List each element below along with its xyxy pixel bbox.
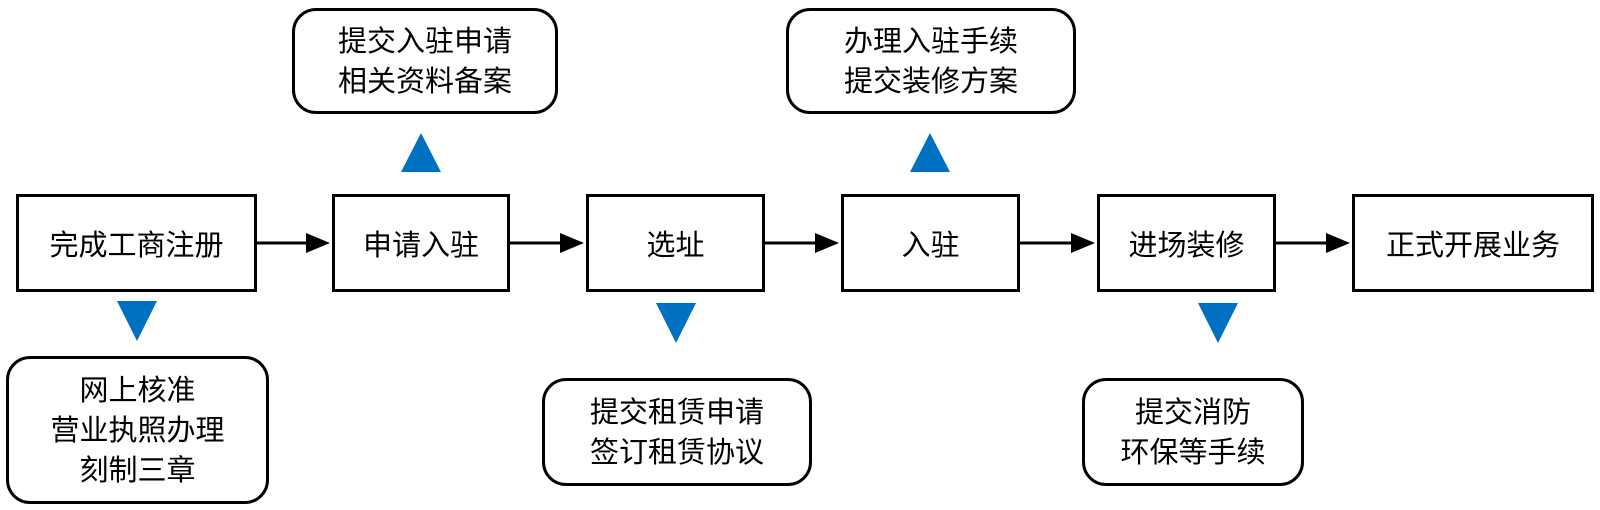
flow-arrow-4 [1020,233,1095,253]
triangle-down-icon-3 [656,303,696,343]
flow-arrow-2 [510,233,584,253]
note-line: 营业执照办理 [50,413,225,447]
note-line: 提交入驻申请 [337,24,512,58]
note-line: 提交消防 [1134,395,1251,429]
note-line: 刻制三章 [79,453,196,487]
flow-arrow-5 [1276,233,1350,253]
flow-arrow-1 [257,233,330,253]
note-line: 提交租赁申请 [589,395,764,429]
triangle-down-icon-5 [1198,303,1238,343]
triangle-down-icon-1 [117,301,157,341]
note-line: 签订租赁协议 [589,435,764,469]
step-label: 申请入驻 [362,228,479,262]
note-line: 办理入驻手续 [843,24,1018,58]
triangle-up-icon-2 [401,133,441,172]
note-line: 网上核准 [79,373,196,407]
step-label: 选址 [646,228,705,262]
step-label: 正式开展业务 [1385,228,1560,262]
note-box: 提交消防 环保等手续 [1082,378,1304,486]
triangle-up-icon-4 [910,133,950,172]
step-label: 入驻 [901,228,960,262]
step-label: 完成工商注册 [49,228,224,262]
note-box: 提交入驻申请 相关资料备案 [292,8,558,114]
note-line: 环保等手续 [1120,435,1266,469]
note-box: 提交租赁申请 签订租赁协议 [542,378,812,486]
step-box: 进场装修 [1097,194,1276,292]
step-box: 选址 [586,194,765,292]
step-box: 正式开展业务 [1352,194,1594,292]
note-line: 提交装修方案 [843,64,1018,98]
step-box: 入驻 [841,194,1020,292]
step-box: 申请入驻 [332,194,510,292]
flow-arrow-3 [765,233,839,253]
note-line: 相关资料备案 [337,64,512,98]
step-box: 完成工商注册 [16,194,257,292]
note-box: 办理入驻手续 提交装修方案 [786,8,1076,114]
note-box: 网上核准 营业执照办理 刻制三章 [6,356,269,504]
step-label: 进场装修 [1128,228,1245,262]
